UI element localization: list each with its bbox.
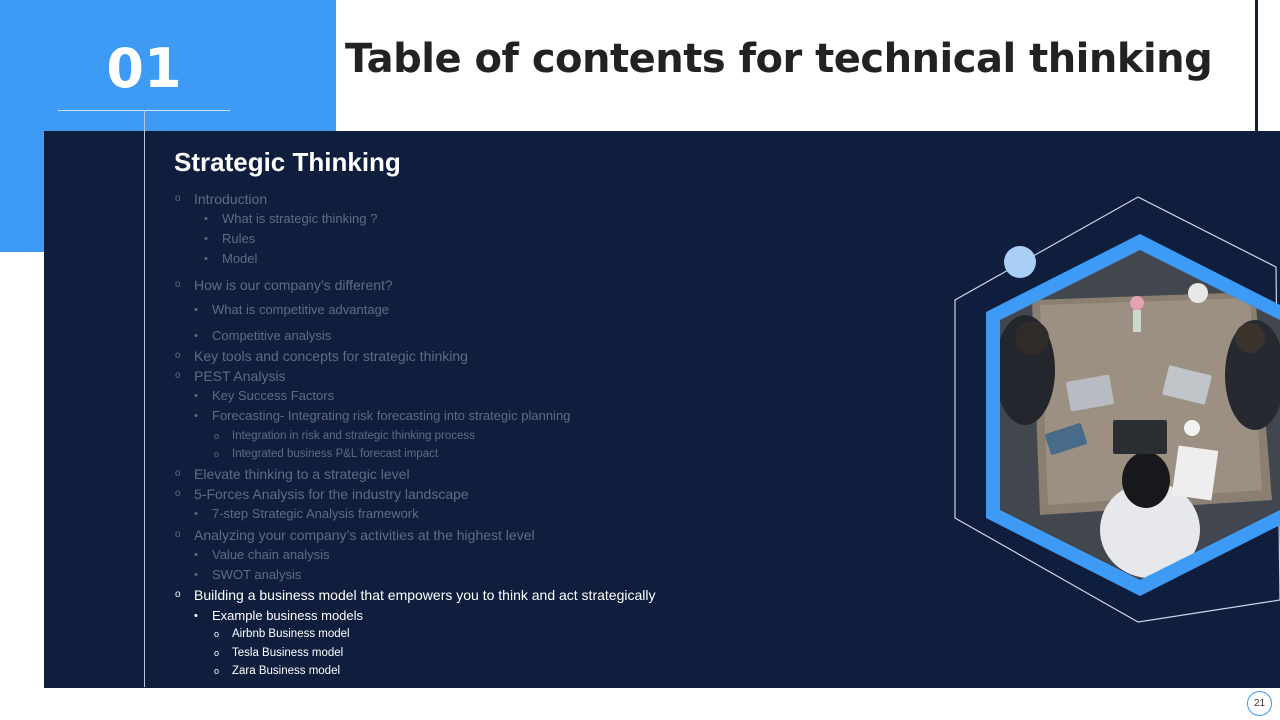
bullet-circle-icon: o (175, 370, 181, 381)
team-meeting-photo-icon (1000, 250, 1280, 580)
toc-item-label: Competitive analysis (212, 328, 332, 343)
toc-item-label: How is our company’s different? (194, 277, 393, 293)
toc-item-label: Key tools and concepts for strategic thi… (194, 348, 468, 364)
bullet-circle-icon: o (214, 648, 220, 658)
toc-item-label: PEST Analysis (194, 368, 286, 384)
toc-item-label: Example business models (212, 608, 364, 623)
toc-item-label: Analyzing your company’s activities at t… (194, 527, 535, 543)
bullet-circle-icon: o (175, 350, 181, 361)
bullet-dot-icon: • (204, 213, 208, 225)
outer-hexagon-outline (954, 196, 1280, 623)
bullet-dot-icon: • (194, 508, 198, 520)
bullet-circle-icon: o (214, 449, 220, 459)
decorative-circle (1004, 246, 1036, 278)
toc-item-label: Rules (222, 231, 256, 246)
bullet-dot-icon: • (194, 304, 198, 316)
toc-item-label: Key Success Factors (212, 388, 335, 403)
bullet-dot-icon: • (204, 233, 208, 245)
bullet-circle-icon: o (175, 279, 181, 290)
toc-item-label: SWOT analysis (212, 567, 302, 582)
toc-item-label: What is competitive advantage (212, 302, 390, 317)
hexagon-photo-graphic (954, 196, 1280, 623)
toc-item-label: Introduction (194, 191, 268, 207)
section-number: 01 (106, 37, 182, 100)
section-title: Strategic Thinking (174, 147, 401, 177)
bullet-circle-icon: o (175, 488, 181, 499)
header-edge-line (1255, 0, 1258, 131)
bullet-dot-icon: • (194, 330, 198, 342)
toc-item-label: What is strategic thinking ? (222, 211, 378, 226)
page-title: Table of contents for technical thinking (345, 36, 1213, 82)
bullet-circle-icon: o (214, 431, 220, 441)
toc-item-label: Integration in risk and strategic thinki… (232, 430, 475, 442)
bullet-circle-icon: o (214, 666, 220, 676)
bullet-dot-icon: • (194, 549, 198, 561)
bullet-circle-icon: o (214, 629, 220, 639)
toc-item-label: Integrated business P&L forecast impact (232, 448, 439, 460)
bullet-circle-icon: o (175, 529, 181, 540)
toc-item-label: Forecasting- Integrating risk forecastin… (212, 408, 571, 423)
toc-item-label: Airbnb Business model (232, 628, 350, 640)
bullet-dot-icon: • (194, 390, 198, 402)
bullet-dot-icon: • (204, 253, 208, 265)
toc-item-label: Zara Business model (232, 665, 341, 677)
bullet-dot-icon: • (194, 610, 198, 622)
toc-item-label: 7-step Strategic Analysis framework (212, 506, 419, 521)
bullet-circle-icon: o (175, 468, 181, 479)
bullet-dot-icon: • (194, 569, 198, 581)
vertical-divider (144, 110, 145, 687)
toc-item-label: Model (222, 251, 258, 266)
bullet-circle-icon: o (175, 193, 181, 204)
toc-item-label: Value chain analysis (212, 547, 330, 562)
bullet-dot-icon: • (194, 410, 198, 422)
page-number: 21 (1247, 691, 1272, 716)
toc-item-label: 5-Forces Analysis for the industry lands… (194, 486, 469, 502)
toc-item-label: Tesla Business model (232, 647, 344, 659)
toc-item-label: Elevate thinking to a strategic level (194, 466, 410, 482)
toc-item-label: Building a business model that empowers … (194, 587, 656, 603)
bullet-circle-icon: o (175, 589, 181, 600)
